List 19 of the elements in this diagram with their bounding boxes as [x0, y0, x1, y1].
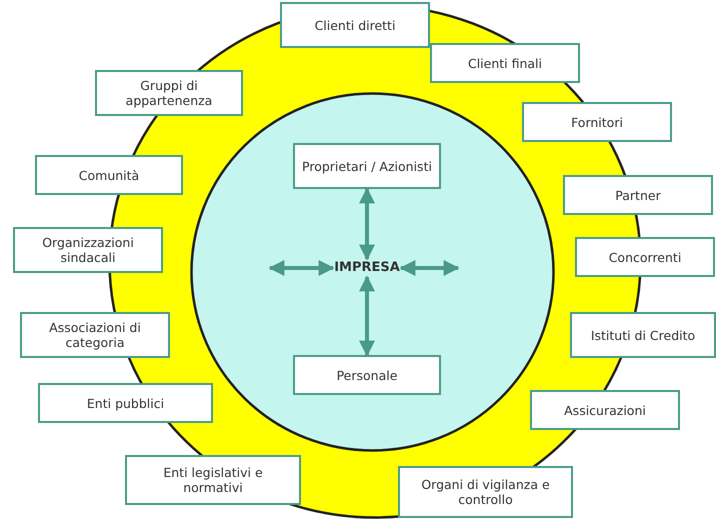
- stakeholder-box: Personale: [293, 355, 441, 395]
- stakeholder-box: Enti pubblici: [38, 383, 213, 423]
- center-label: IMPRESA: [333, 259, 401, 277]
- stakeholder-box: Organizzazioni sindacali: [13, 227, 163, 273]
- stakeholder-box: Gruppi di appartenenza: [95, 70, 243, 116]
- stakeholder-box: Concorrenti: [575, 237, 715, 277]
- double-arrow: [359, 187, 375, 261]
- stakeholder-box: Comunità: [35, 155, 183, 195]
- stakeholder-box: Proprietari / Azionisti: [293, 143, 441, 189]
- double-arrow: [399, 260, 460, 276]
- double-arrow: [268, 260, 335, 276]
- stakeholder-box: Assicurazioni: [530, 390, 680, 430]
- stakeholder-box: Enti legislativi e normativi: [125, 455, 301, 505]
- stakeholder-box: Partner: [563, 175, 713, 215]
- stakeholder-box: Associazioni di categoria: [20, 312, 170, 358]
- stakeholder-box: Fornitori: [522, 102, 672, 142]
- stakeholder-box: Clienti diretti: [280, 2, 430, 48]
- double-arrow: [359, 275, 375, 357]
- stakeholder-box: Istituti di Credito: [570, 312, 716, 358]
